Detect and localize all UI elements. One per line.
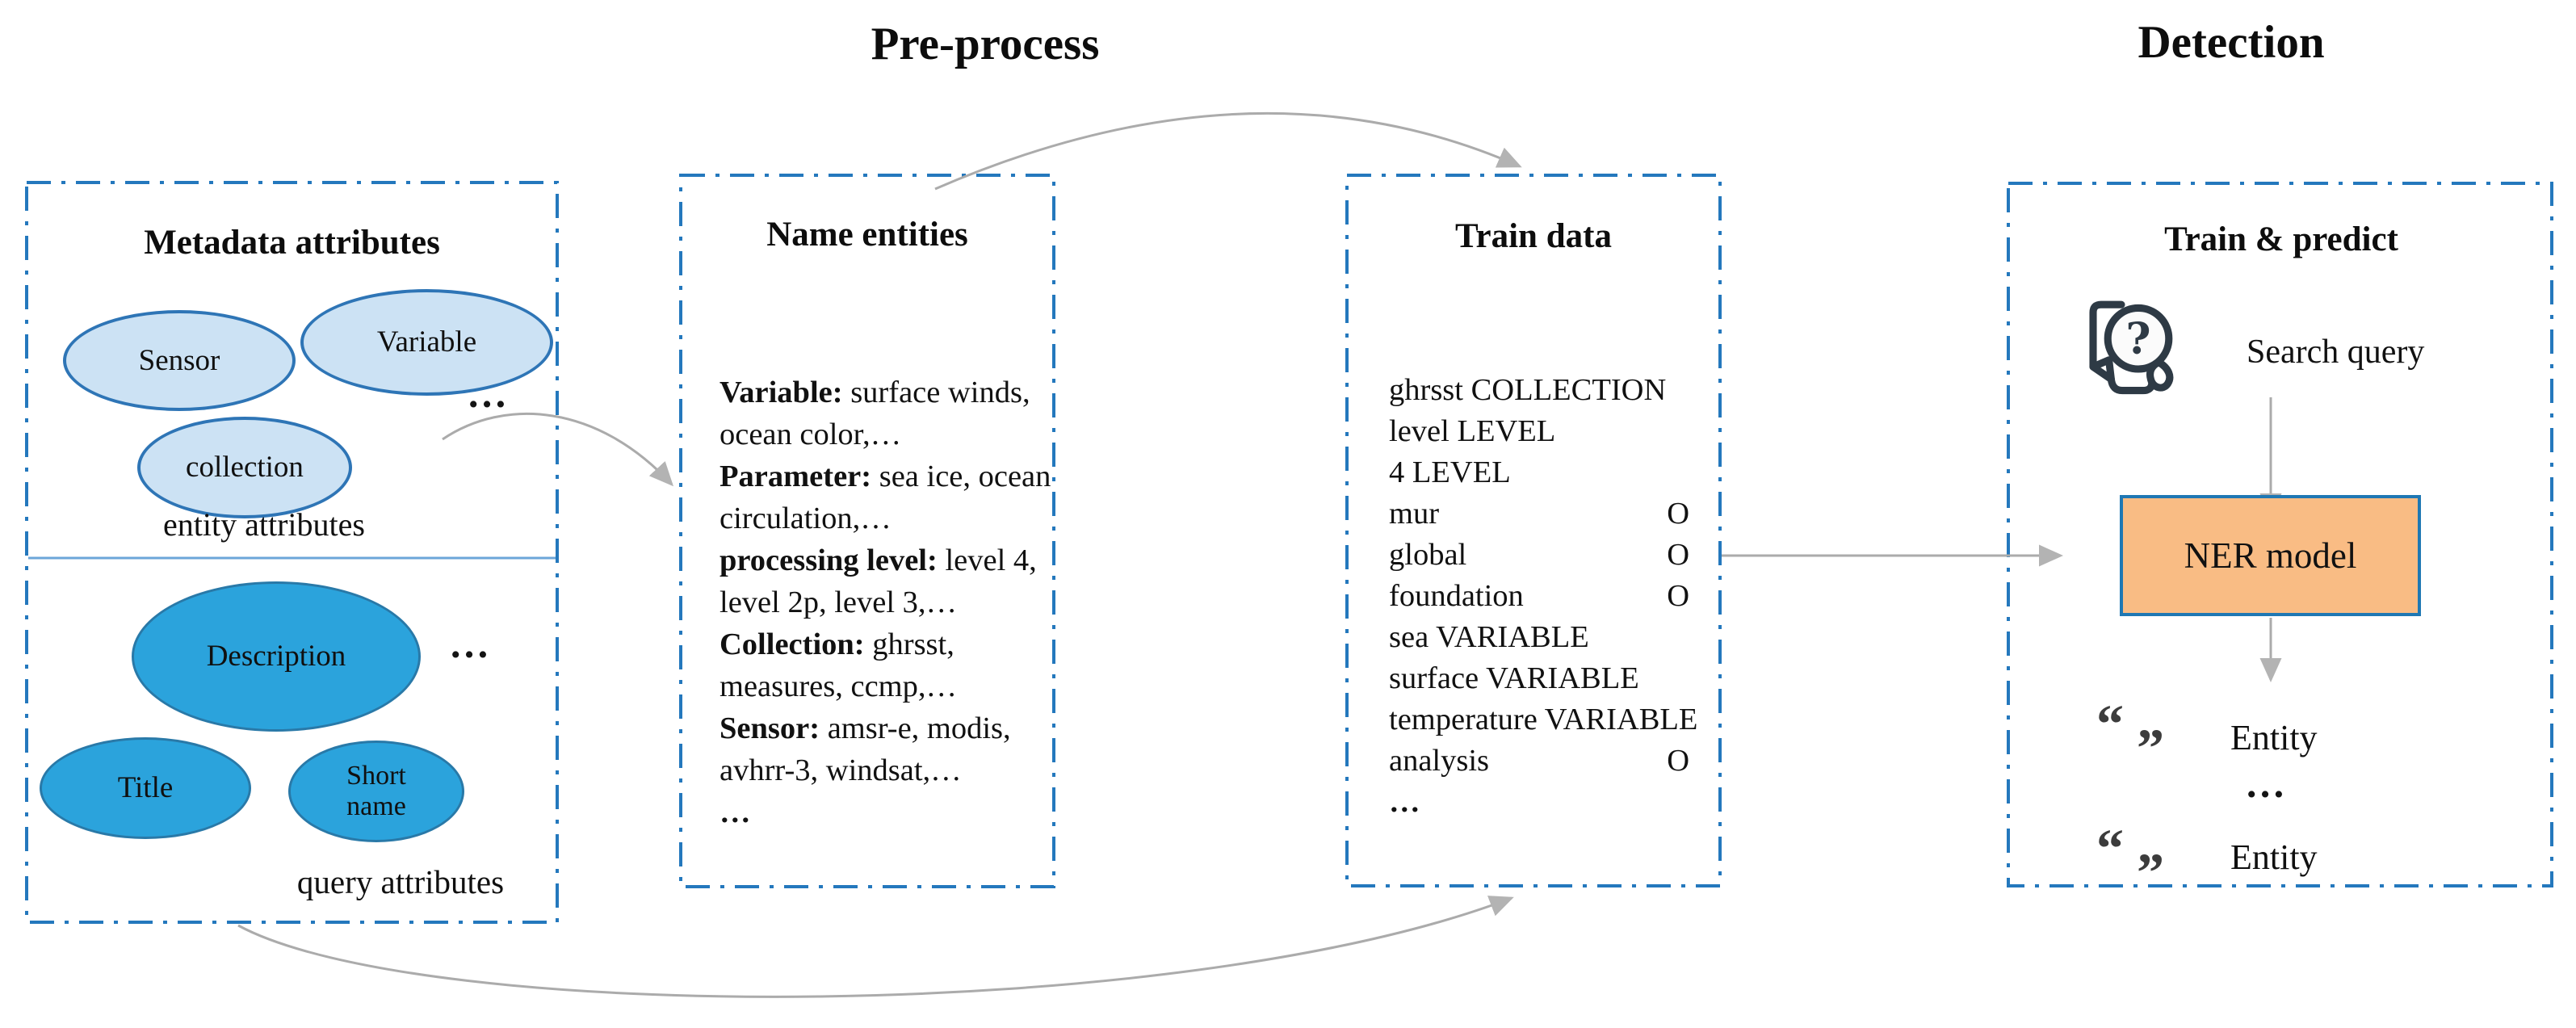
- train-predict-box-title: Train & predict: [2164, 220, 2398, 258]
- entity-output-more-dots: …: [2245, 761, 2288, 806]
- entity-attributes-label: entity attributes: [163, 506, 365, 543]
- train-data-row: sea VARIABLE: [1389, 620, 1589, 654]
- title-ellipse: Title: [40, 737, 251, 839]
- query-attributes-label: query attributes: [296, 863, 505, 900]
- entity-attributes-more-dots: …: [467, 371, 510, 416]
- description-ellipse: Description: [132, 581, 421, 732]
- search-query-icon: ?: [2089, 300, 2174, 395]
- ner-model-label: NER model: [2184, 535, 2357, 576]
- ner-model-box: NER model: [2120, 495, 2421, 616]
- metadata-attributes-box-border: [25, 181, 559, 924]
- short-name-label: Short name: [346, 760, 406, 821]
- name-entities-line: avhrr-3, windsat,…: [720, 753, 962, 787]
- train-predict-box-border: [2007, 182, 2553, 887]
- preprocess-header: Pre-process: [871, 19, 1100, 69]
- train-data-box-title: Train data: [1455, 217, 1612, 255]
- arrow-name-entities-to-train-data-top: [934, 111, 1522, 191]
- quote-marks-icon: “ ”: [2096, 817, 2164, 903]
- train-data-row: surface VARIABLE: [1389, 661, 1639, 695]
- name-entities-line: measures, ccmp,…: [720, 669, 957, 703]
- name-entities-line: level 2p, level 3,…: [720, 585, 958, 619]
- description-label: Description: [206, 640, 346, 673]
- train-data-box-border: [1345, 174, 1722, 887]
- short-name-ellipse: Short name: [288, 741, 464, 842]
- title-label: Title: [117, 771, 174, 805]
- name-entities-line: Variable: surface winds,: [720, 376, 1030, 409]
- collection-label: collection: [186, 451, 304, 485]
- name-entities-box-border: [679, 174, 1055, 888]
- detection-header: Detection: [2138, 17, 2325, 68]
- collection-ellipse: collection: [137, 417, 352, 518]
- name-entities-line: Sensor: amsr-e, modis,: [720, 711, 1011, 745]
- search-query-label: Search query: [2247, 334, 2425, 371]
- train-data-row: 4 LEVEL: [1389, 455, 1511, 489]
- train-data-row: ghrsst COLLECTION: [1389, 373, 1667, 407]
- quote-marks-icon: “ ”: [2096, 693, 2164, 778]
- name-entities-line: circulation,…: [720, 501, 892, 535]
- sensor-ellipse: Sensor: [63, 310, 296, 411]
- arrow-entity-attributes-to-name-entities: [442, 413, 674, 487]
- entity-output-1: Entity: [2230, 718, 2318, 757]
- train-data-row: …: [1389, 785, 1420, 819]
- name-entities-line: processing level: level 4,: [720, 543, 1037, 577]
- variable-ellipse: Variable: [300, 289, 553, 396]
- name-entities-line: Collection: ghrsst,: [720, 627, 954, 661]
- sensor-label: Sensor: [138, 343, 220, 377]
- entity-output-2: Entity: [2230, 837, 2318, 877]
- metadata-box-title: Metadata attributes: [144, 224, 440, 262]
- arrow-query-attributes-to-train-data-bottom: [237, 896, 1514, 998]
- name-entities-line: ocean color,…: [720, 417, 902, 451]
- name-entities-box-title: Name entities: [766, 216, 968, 254]
- query-attributes-more-dots: …: [449, 621, 492, 666]
- name-entities-text: Variable: surface winds, ocean color,… P…: [720, 371, 1067, 833]
- variable-label: Variable: [376, 325, 477, 359]
- train-data-rows: ghrsst COLLECTION level LEVEL 4 LEVEL mu…: [1389, 370, 1698, 823]
- svg-text:?: ?: [2125, 313, 2150, 363]
- train-data-row: temperature VARIABLE: [1389, 703, 1698, 736]
- train-data-row: level LEVEL: [1389, 414, 1556, 448]
- name-entities-line: Parameter: sea ice, ocean: [720, 459, 1051, 493]
- name-entities-line: …: [720, 795, 751, 829]
